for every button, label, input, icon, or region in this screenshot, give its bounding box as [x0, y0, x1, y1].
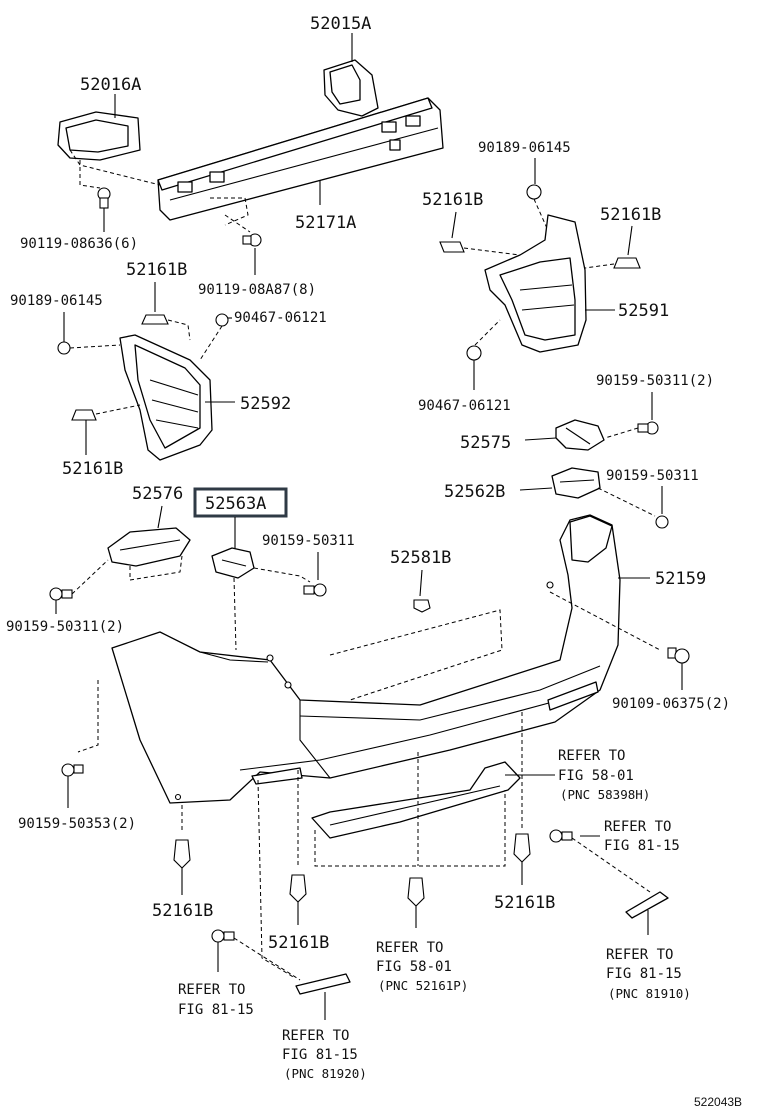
label-52161B-upper-left: 52161B	[126, 260, 187, 280]
bracket-52563A	[211, 547, 311, 651]
diffuser-58398H	[311, 752, 521, 867]
label-90119-08636: 90119-08636(6)	[20, 236, 138, 252]
reflector-81920	[295, 973, 351, 1020]
bracket-52016A	[57, 94, 249, 226]
label-52171A: 52171A	[295, 213, 356, 233]
label-52161B-right-2: 52161B	[600, 205, 661, 225]
ref4-line2: FIG 81-15	[606, 966, 682, 982]
ref5-line1: REFER TO	[178, 982, 245, 998]
clip-52161B-bottom-3	[513, 712, 531, 885]
label-90159-50311-2-upper: 90159-50311(2)	[596, 373, 714, 389]
bolt-90159-50353	[61, 680, 99, 808]
ref2-line1: REFER TO	[604, 819, 671, 835]
ref2-line2: FIG 81-15	[604, 838, 680, 854]
ref3-line1: REFER TO	[376, 940, 443, 956]
clip-52161B-right-2	[584, 257, 641, 269]
label-52161B-lower-left: 52161B	[62, 459, 123, 479]
bolt-90159-50311-right	[597, 486, 669, 529]
label-52562B: 52562B	[444, 482, 505, 502]
label-90159-50311-upper: 90159-50311	[606, 468, 699, 484]
clip-52161B-upper-left	[141, 314, 191, 341]
label-90159-50311-2-lower: 90159-50311(2)	[6, 619, 124, 635]
highlight-box-52563A	[193, 487, 288, 518]
figure-code: 522043B	[694, 1095, 742, 1109]
label-90159-50353: 90159-50353(2)	[18, 816, 136, 832]
clip-52161B-right-1	[439, 241, 521, 256]
bolt-90119-08636	[79, 160, 111, 232]
label-90189-06145-right: 90189-06145	[478, 140, 571, 156]
label-90467-06121-left: 90467-06121	[234, 310, 327, 326]
bracket-52562B	[551, 467, 601, 499]
label-90109-06375: 90109-06375(2)	[612, 696, 730, 712]
bolt-90159-50311-mid	[303, 583, 327, 597]
label-52563A: 52563A	[205, 494, 266, 514]
label-52016A: 52016A	[80, 75, 141, 95]
clip-52161B-bottom-1	[173, 805, 191, 895]
clip-52161B-bottom-2	[289, 770, 307, 925]
label-52591: 52591	[618, 301, 669, 321]
label-90159-50311-mid: 90159-50311	[262, 533, 355, 549]
ref6-line1: REFER TO	[282, 1028, 349, 1044]
label-52161B-bottom-3: 52161B	[494, 893, 555, 913]
bumper-reinforcement-beam	[157, 97, 444, 221]
bolt-ref-81-15-right	[549, 829, 651, 893]
nut-90467-06121-left	[199, 313, 229, 361]
label-52581B: 52581B	[390, 548, 451, 568]
ref4-line1: REFER TO	[606, 947, 673, 963]
ref3-line2: FIG 58-01	[376, 959, 452, 975]
label-52161B-bottom-2: 52161B	[268, 933, 329, 953]
ref4-line3: (PNC 81910)	[608, 986, 691, 1001]
nut-90189-06145-right	[526, 184, 551, 236]
ref1-line1: REFER TO	[558, 748, 625, 764]
ref6-line2: FIG 81-15	[282, 1047, 358, 1063]
reflector-81910	[625, 891, 669, 935]
bumper-cover-52159	[111, 514, 661, 804]
nut-90189-06145-left	[57, 341, 121, 355]
label-52592: 52592	[240, 394, 291, 414]
label-52575: 52575	[460, 433, 511, 453]
ref1-line2: FIG 58-01	[558, 768, 634, 784]
bolt-90159-50311-left	[49, 559, 109, 614]
label-52161B-right-1: 52161B	[422, 190, 483, 210]
label-90119-08A87: 90119-08A87(8)	[198, 282, 316, 298]
label-52159: 52159	[655, 569, 706, 589]
bolt-90109-06375	[667, 647, 690, 690]
bracket-52015A	[323, 33, 379, 117]
pad-52581B	[329, 599, 503, 701]
bolt-90159-50311-upper	[604, 421, 659, 439]
clip-52161B-lower-left	[71, 404, 141, 455]
bracket-52575	[555, 419, 605, 451]
label-52576: 52576	[132, 484, 183, 504]
label-90189-06145-left: 90189-06145	[10, 293, 103, 309]
side-bracket-52592	[119, 334, 213, 461]
bracket-52576	[107, 527, 191, 581]
clip-52161P	[407, 877, 425, 928]
label-90467-06121-right: 90467-06121	[418, 398, 511, 414]
nut-90467-06121-right	[466, 319, 501, 390]
ref1-line3: (PNC 58398H)	[560, 787, 650, 802]
ref3-line3: (PNC 52161P)	[378, 978, 468, 993]
bolt-ref-81-15-left	[211, 779, 301, 981]
bolt-90119-08A87	[224, 214, 262, 275]
side-bracket-52591	[484, 214, 587, 353]
ref5-line2: FIG 81-15	[178, 1002, 254, 1018]
label-52015A: 52015A	[310, 14, 371, 34]
label-52161B-bottom-1: 52161B	[152, 901, 213, 921]
ref6-line3: (PNC 81920)	[284, 1066, 367, 1081]
